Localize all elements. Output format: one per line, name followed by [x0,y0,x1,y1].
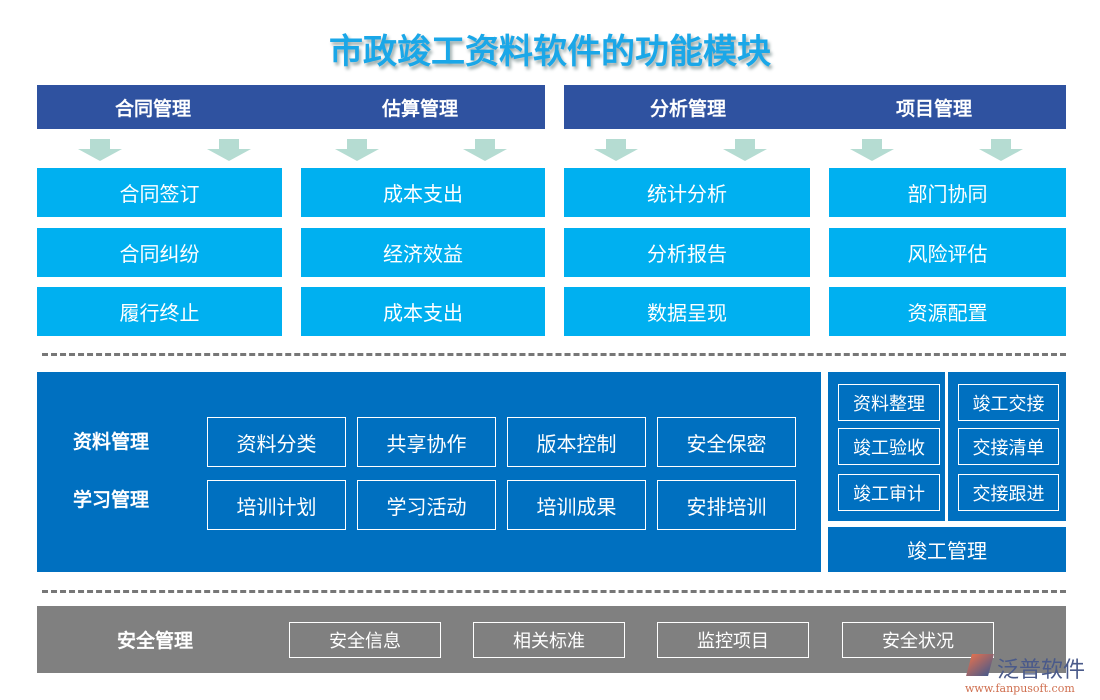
arrow-down-icon [850,149,894,161]
arrow-down-icon [979,149,1023,161]
module-box[interactable]: 资料整理 [838,384,940,421]
arrow-down-icon [347,139,367,149]
arrow-down-icon [335,149,379,161]
module-box[interactable]: 履行终止 [37,287,282,336]
module-box[interactable]: 成本支出 [301,287,545,336]
arrow-down-icon [606,139,626,149]
module-box[interactable]: 交接清单 [958,428,1059,465]
security-panel: 安全管理 安全信息相关标准监控项目安全状况 [37,606,1066,673]
middle-panel: 资料管理 学习管理 资料分类共享协作版本控制安全保密培训计划学习活动培训成果安排… [37,372,821,572]
arrow-down-icon [90,139,110,149]
header-bar-right: 分析管理 项目管理 [564,85,1066,129]
page-title: 市政竣工资料软件的功能模块 [329,31,771,72]
module-box[interactable]: 资源配置 [829,287,1066,336]
module-box[interactable]: 部门协同 [829,168,1066,217]
arrow-down-icon [219,139,239,149]
header-contract: 合同管理 [115,97,192,120]
module-box[interactable]: 经济效益 [301,228,545,277]
module-box[interactable]: 分析报告 [564,228,810,277]
logo-icon [966,654,994,676]
module-box[interactable]: 学习活动 [357,480,496,530]
arrow-down-icon [723,149,767,161]
module-box[interactable]: 成本支出 [301,168,545,217]
module-box[interactable]: 安全信息 [289,622,441,658]
module-box[interactable]: 监控项目 [657,622,809,658]
module-box[interactable]: 共享协作 [357,417,496,467]
module-box[interactable]: 数据呈现 [564,287,810,336]
arrow-down-icon [594,149,638,161]
arrow-down-icon [207,149,251,161]
divider [42,353,1066,356]
module-box[interactable]: 版本控制 [507,417,646,467]
row-label-materials: 资料管理 [73,430,150,453]
module-box[interactable]: 安全保密 [657,417,796,467]
module-box[interactable]: 竣工审计 [838,474,940,511]
module-box[interactable]: 安排培训 [657,480,796,530]
module-box[interactable]: 竣工交接 [958,384,1059,421]
logo: 泛普软件 www.fanpusoft.com [965,652,1095,698]
module-box[interactable]: 合同签订 [37,168,282,217]
module-box[interactable]: 资料分类 [207,417,346,467]
arrow-down-icon [475,139,495,149]
header-project: 项目管理 [896,97,973,120]
header-analysis: 分析管理 [650,97,727,120]
arrow-down-icon [78,149,122,161]
logo-url: www.fanpusoft.com [965,682,1075,695]
arrow-down-icon [735,139,755,149]
divider [42,590,1066,593]
completion-management-label: 竣工管理 [828,527,1066,572]
module-box[interactable]: 培训计划 [207,480,346,530]
module-box[interactable]: 交接跟进 [958,474,1059,511]
arrow-down-icon [463,149,507,161]
row-label-learning: 学习管理 [73,488,150,511]
security-label: 安全管理 [117,629,194,652]
module-box[interactable]: 竣工验收 [838,428,940,465]
logo-name: 泛普软件 [997,658,1086,683]
completion-left-panel [828,372,945,521]
module-box[interactable]: 相关标准 [473,622,625,658]
module-box[interactable]: 风险评估 [829,228,1066,277]
module-box[interactable]: 培训成果 [507,480,646,530]
header-bar-left: 合同管理 估算管理 [37,85,545,129]
module-box[interactable]: 合同纠纷 [37,228,282,277]
module-box[interactable]: 安全状况 [842,622,994,658]
arrow-down-icon [991,139,1011,149]
header-estimate: 估算管理 [382,97,459,120]
completion-right-panel [948,372,1066,521]
arrow-down-icon [862,139,882,149]
module-box[interactable]: 统计分析 [564,168,810,217]
